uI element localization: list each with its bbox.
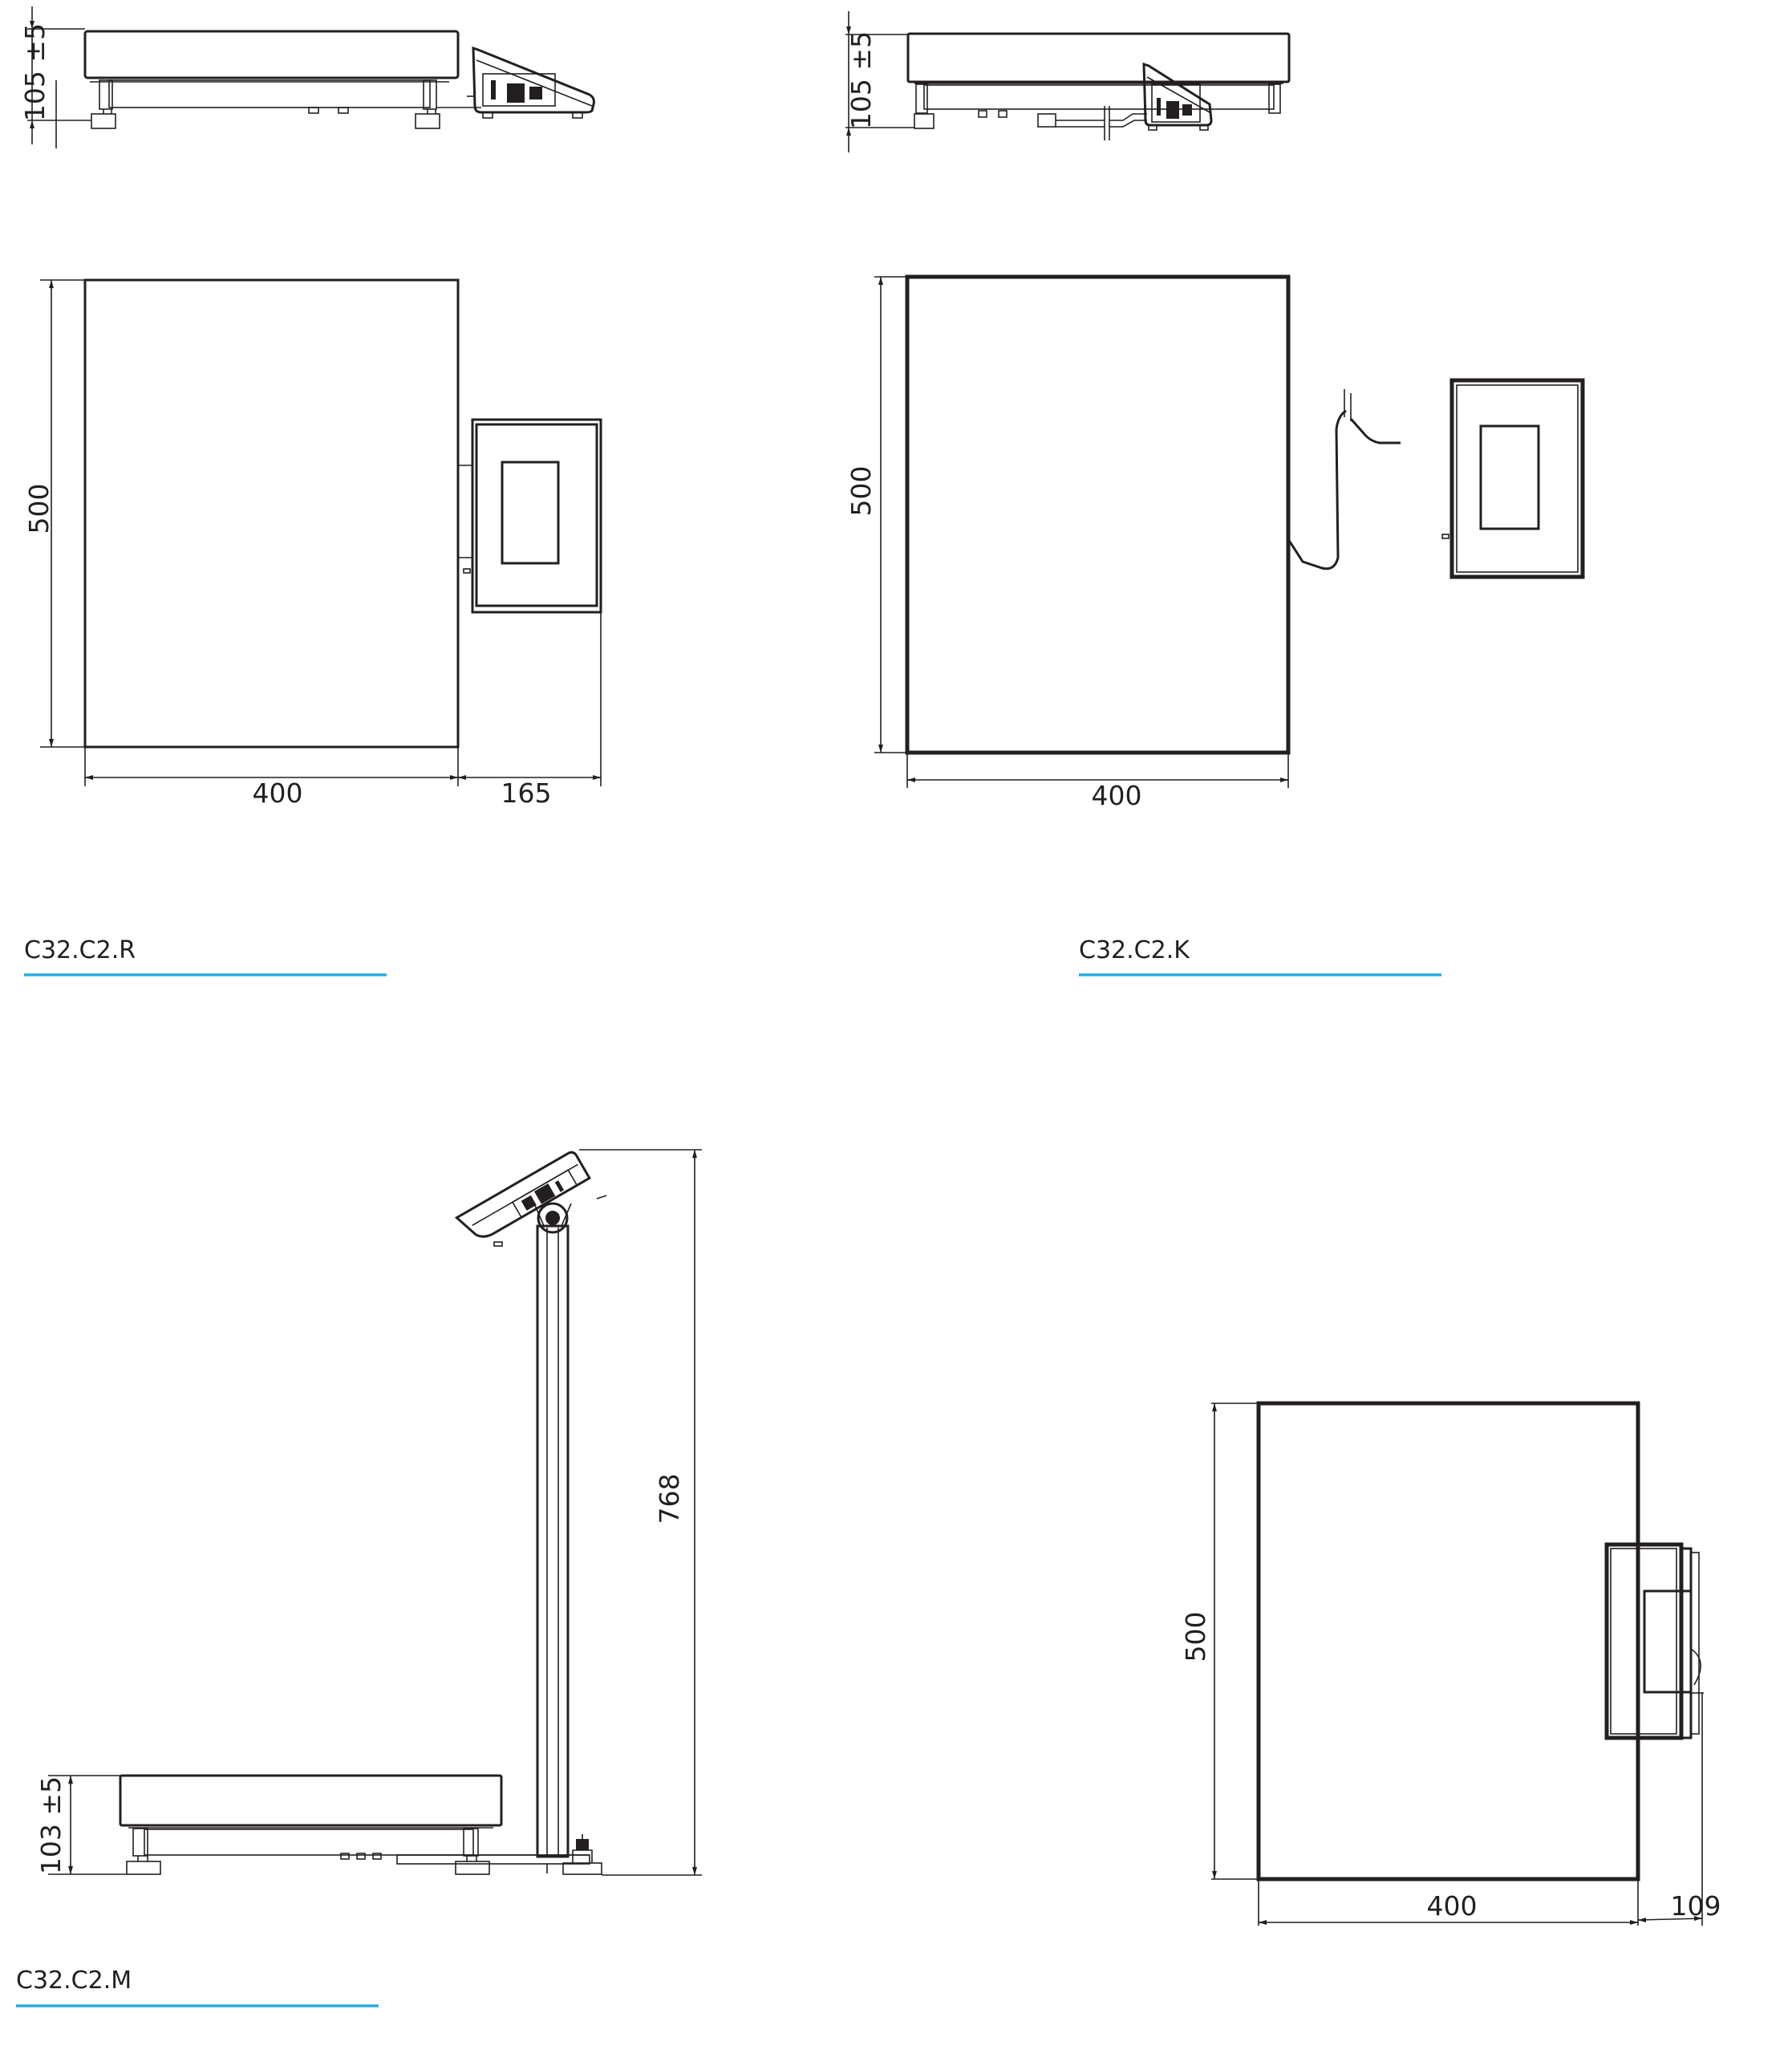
r-width-dim: 400 <box>253 777 303 809</box>
m-column-height-dim: 768 <box>654 1474 685 1524</box>
k-terminal-display <box>1479 424 1540 530</box>
m-column <box>536 1224 570 1858</box>
r-model-label: C32.C2.R <box>24 936 136 964</box>
k-plan-view: 500 400 <box>845 274 1585 811</box>
m-depth-dim: 500 <box>1180 1612 1211 1662</box>
r-terminal-outline <box>471 418 602 614</box>
m-width-dim: 400 <box>1427 1890 1478 1922</box>
m-side-height-dim: 103 ±5 <box>35 1776 67 1874</box>
r-platform-outline <box>83 278 460 749</box>
m-platform-outline <box>1256 1401 1640 1881</box>
r-terminal-offset-dim: 165 <box>501 777 552 809</box>
m-plan-view: 500 400 109 <box>1180 1401 1721 1926</box>
k-side-view: 105 ±5 <box>845 11 1291 152</box>
k-width-dim: 400 <box>1092 780 1142 811</box>
r-plan-view: 500 400 165 <box>23 278 602 809</box>
r-side-height-dim: 105 ±5 <box>19 23 51 121</box>
r-side-view: 105 ±5 <box>19 6 595 148</box>
k-model-label: C32.C2.K <box>1079 936 1190 964</box>
r-depth-dim: 500 <box>23 484 55 534</box>
m-terminal-offset-dim: 109 <box>1671 1890 1721 1922</box>
k-side-height-dim: 105 ±5 <box>845 31 877 129</box>
k-depth-dim: 500 <box>845 466 877 517</box>
m-model-caption: C32.C2.M <box>16 1967 379 2007</box>
k-terminal-outline <box>1449 378 1585 579</box>
k-model-caption: C32.C2.K <box>1079 936 1441 976</box>
m-model-label: C32.C2.M <box>16 1967 132 1995</box>
r-terminal-display <box>501 461 560 565</box>
r-model-caption: C32.C2.R <box>24 936 387 976</box>
m-terminal-display <box>1643 1589 1693 1694</box>
k-platform-outline <box>905 274 1291 755</box>
m-side-view: 103 ±5 768 <box>35 1149 702 1876</box>
